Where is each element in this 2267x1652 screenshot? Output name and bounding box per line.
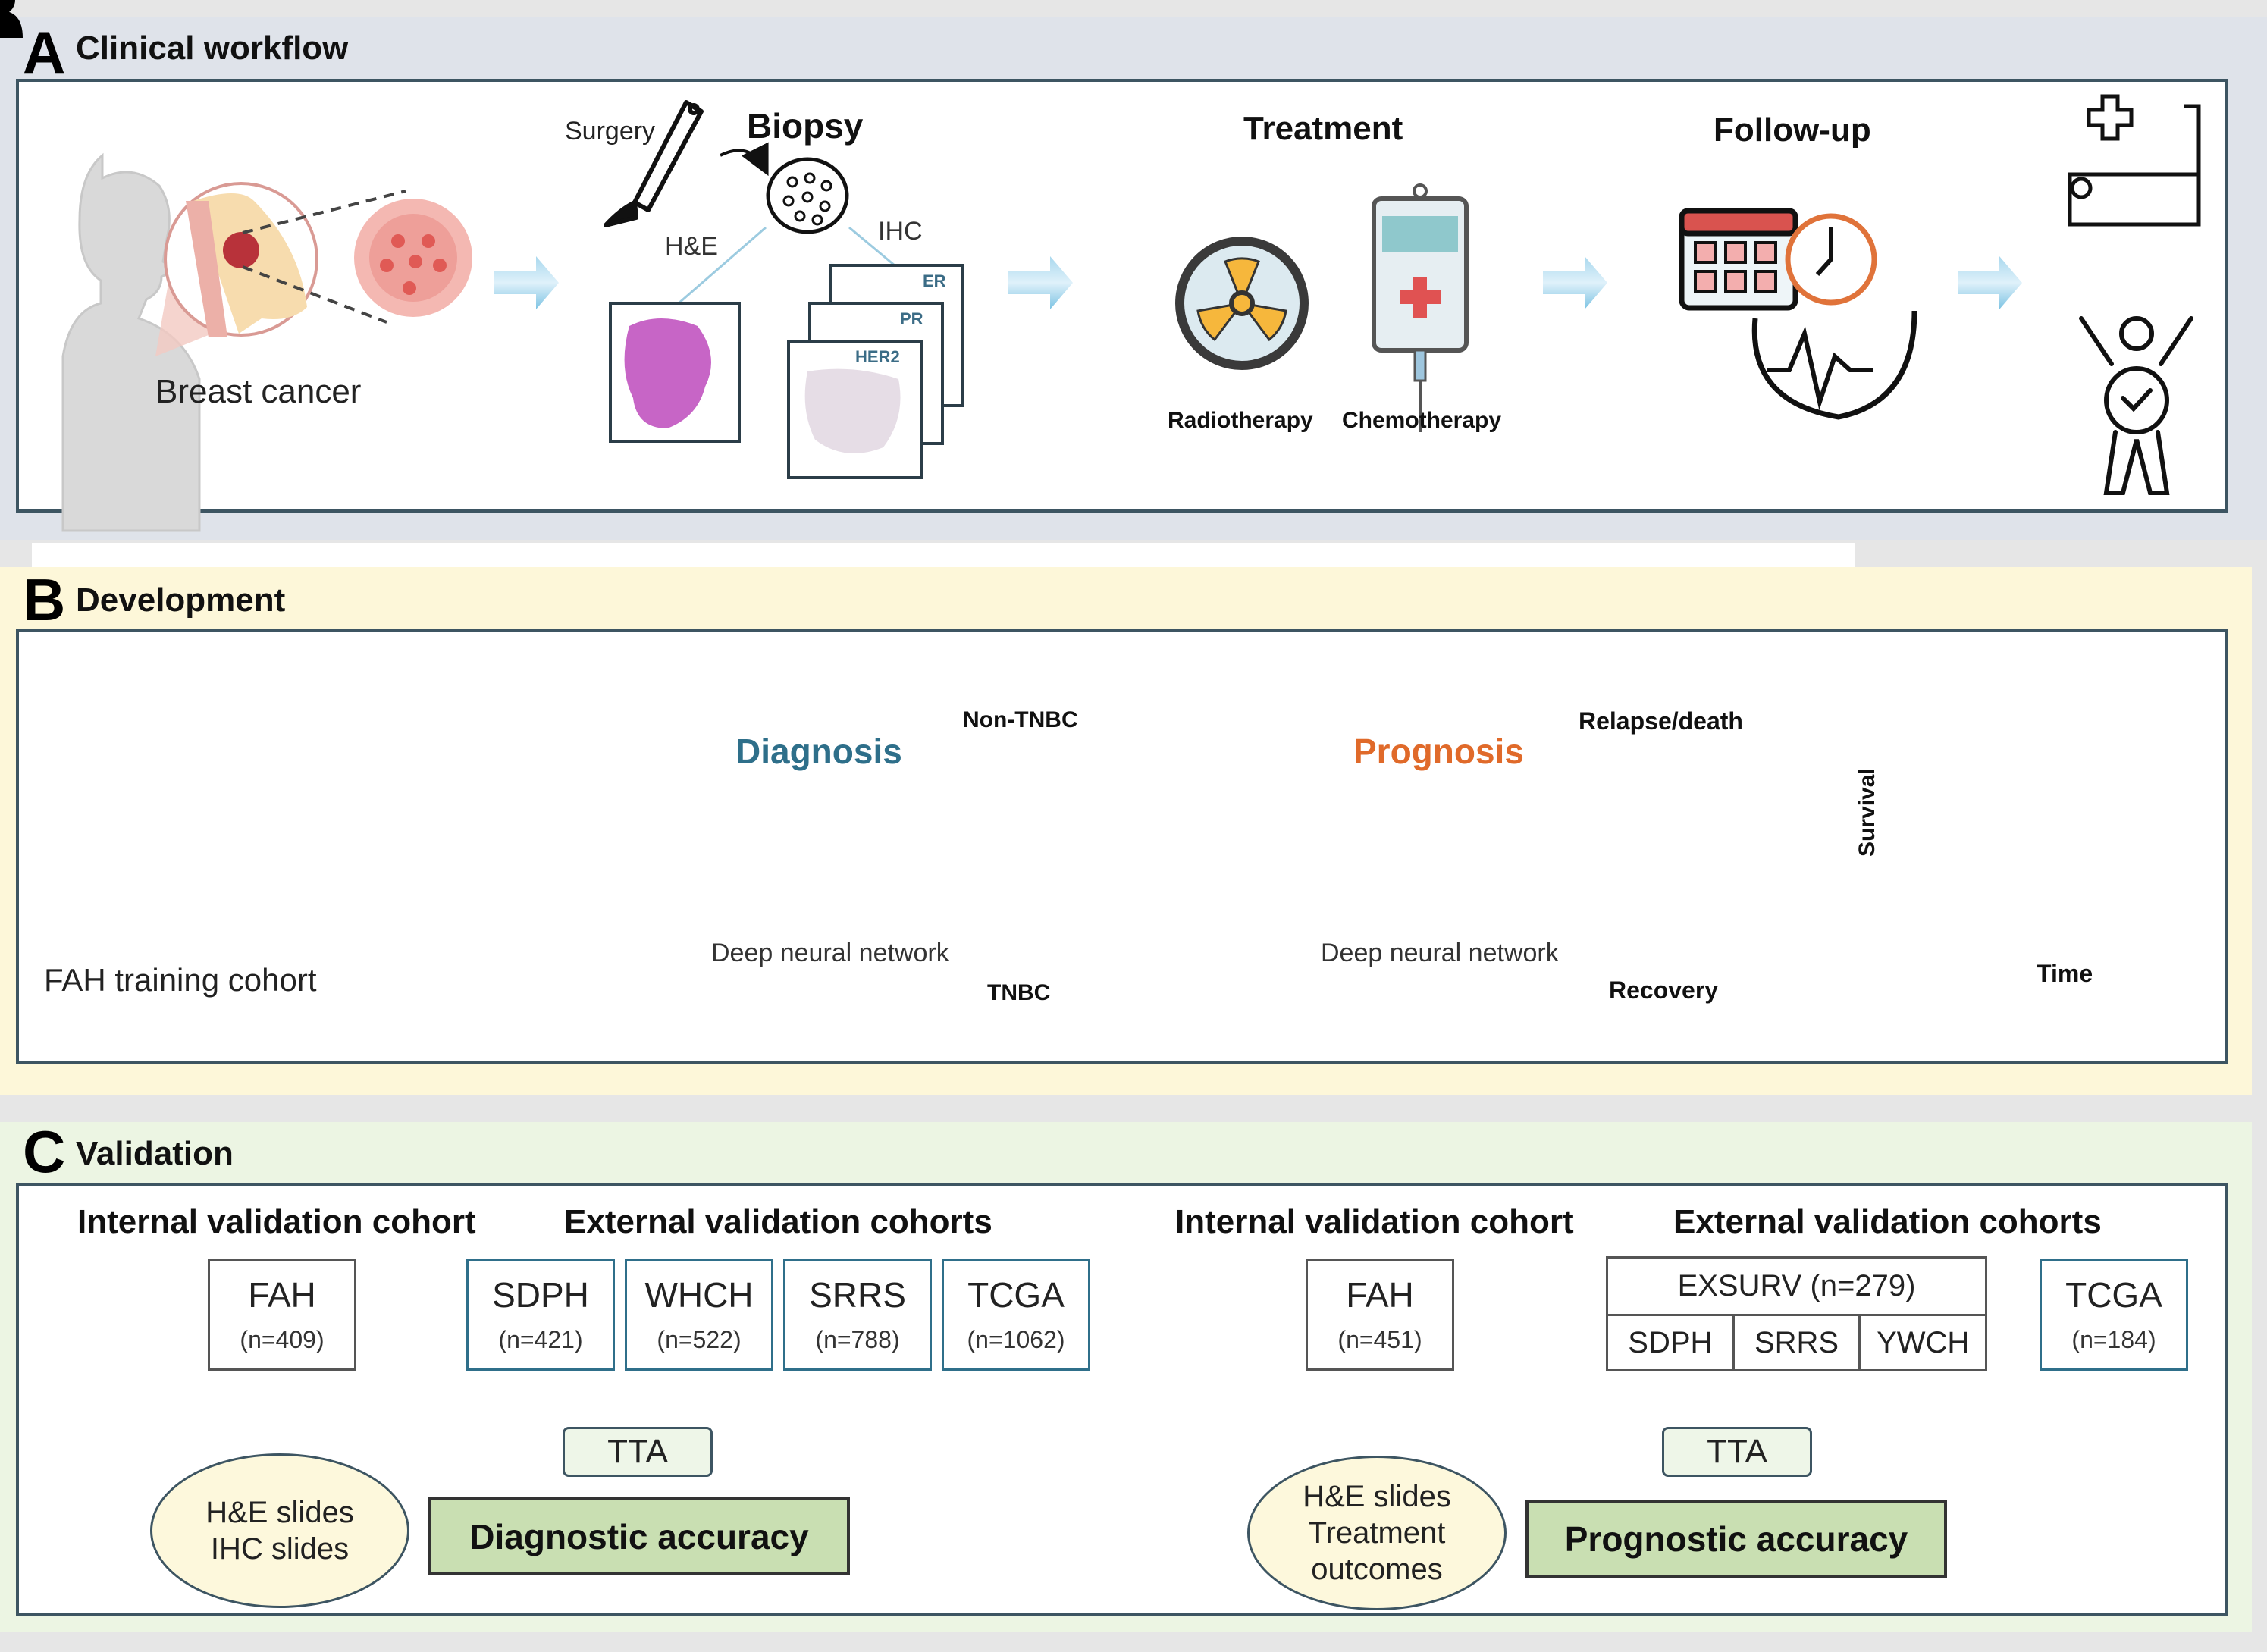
cohort-size: (n=788): [815, 1325, 900, 1353]
cohort-box-fah-diagnostic: FAH (n=409): [208, 1259, 356, 1371]
patient-cohort-icon: [0, 0, 23, 38]
time-axis-label: Time: [2037, 960, 2093, 987]
cohort-name: SDPH: [492, 1275, 589, 1315]
training-cohort-label: FAH training cohort: [44, 962, 317, 998]
exsurv-members: SDPH SRRS YWCH: [1608, 1316, 1985, 1369]
cohort-size: (n=522): [657, 1325, 742, 1353]
exsurv-member-ywch: YWCH: [1877, 1325, 1970, 1359]
dnn-label-prognosis: Deep neural network: [1321, 939, 1559, 967]
cohort-box-sdph: SDPH (n=421): [466, 1259, 615, 1371]
tnbc-label: TNBC: [987, 980, 1051, 1005]
exsurv-group-box: EXSURV (n=279) SDPH SRRS YWCH: [1606, 1256, 1987, 1371]
section-b-letter: B: [23, 566, 66, 633]
input-he-slides: H&E slides: [1303, 1480, 1451, 1513]
treatment-label: Treatment: [1243, 110, 1403, 147]
dnn-label-diagnosis: Deep neural network: [711, 939, 949, 967]
input-treatment: Treatment: [1308, 1516, 1446, 1550]
he-label: H&E: [665, 232, 718, 261]
cohort-box-tcga-diagnostic: TCGA (n=1062): [942, 1259, 1090, 1371]
cohort-name: FAH: [248, 1275, 316, 1315]
scalpel-icon: [604, 100, 704, 227]
cohort-name: TCGA: [967, 1275, 1065, 1315]
cohort-box-whch: WHCH (n=522): [625, 1259, 773, 1371]
ihc-slides-image: [787, 264, 964, 479]
cohort-size: (n=451): [1337, 1325, 1422, 1353]
diag-external-heading: External validation cohorts: [564, 1203, 992, 1240]
tta-box-prognostic: TTA: [1662, 1427, 1812, 1477]
surgery-label: Surgery: [565, 117, 656, 146]
relapse-death-label: Relapse/death: [1579, 707, 1743, 735]
diag-internal-heading: Internal validation cohort: [77, 1203, 476, 1240]
section-b-title: Development: [76, 581, 286, 619]
input-he-slides: H&E slides: [205, 1496, 354, 1529]
chemotherapy-label: Chemotherapy: [1342, 408, 1502, 433]
diagnostic-accuracy-box: Diagnostic accuracy: [428, 1497, 850, 1575]
section-c-letter: C: [23, 1118, 66, 1185]
prog-external-heading: External validation cohorts: [1673, 1203, 2102, 1240]
cohort-name: TCGA: [2065, 1275, 2162, 1315]
clinical-workflow-panel: [16, 79, 2228, 513]
section-c-title: Validation: [76, 1135, 234, 1172]
section-a-title: Clinical workflow: [76, 30, 349, 67]
diagnosis-label: Diagnosis: [735, 732, 902, 771]
prognosis-label: Prognosis: [1353, 732, 1524, 771]
cohort-box-tcga-prognostic: TCGA (n=184): [2040, 1259, 2188, 1371]
happy-person-icon: [2079, 316, 2193, 495]
he-slide-image: [609, 302, 741, 443]
cohort-size: (n=409): [240, 1325, 325, 1353]
cohort-name: WHCH: [644, 1275, 754, 1315]
separator-strip: [32, 543, 1855, 569]
cohort-size: (n=1062): [967, 1325, 1065, 1353]
non-tnbc-label: Non-TNBC: [963, 707, 1078, 732]
cohort-name: FAH: [1346, 1275, 1414, 1315]
biopsy-tissue-icon: [720, 142, 849, 234]
breast-cancer-label: Breast cancer: [155, 373, 362, 410]
tta-box-diagnostic: TTA: [563, 1427, 713, 1477]
ihc-stain-pr: PR: [900, 309, 923, 328]
survival-axis-label: Survival: [1855, 768, 1880, 857]
ihc-label: IHC: [878, 217, 923, 246]
biopsy-connectors: [678, 226, 895, 305]
exsurv-label: EXSURV (n=279): [1608, 1259, 1985, 1316]
breast-anatomy-icon: [155, 182, 318, 356]
development-panel: [16, 629, 2228, 1064]
recovery-label: Recovery: [1609, 976, 1719, 1004]
cohort-box-fah-prognostic: FAH (n=451): [1306, 1259, 1454, 1371]
input-ihc-slides: IHC slides: [210, 1532, 350, 1566]
cohort-size: (n=184): [2071, 1325, 2156, 1353]
cohort-box-srrs: SRRS (n=788): [783, 1259, 932, 1371]
exsurv-member-sdph: SDPH: [1608, 1316, 1735, 1369]
prognostic-inputs-oval: H&E slides Treatment outcomes: [1247, 1456, 1507, 1610]
iv-bag-icon: [1372, 183, 1469, 432]
ihc-stain-her2: HER2: [855, 347, 900, 366]
exsurv-member-srrs: SRRS: [1735, 1316, 1861, 1369]
input-outcomes: outcomes: [1311, 1553, 1443, 1586]
ihc-stain-er: ER: [923, 271, 946, 290]
biopsy-label: Biopsy: [747, 106, 864, 146]
cohort-name: SRRS: [809, 1275, 906, 1315]
cohort-size: (n=421): [498, 1325, 583, 1353]
tumor-cells-icon: [354, 199, 472, 317]
calendar-clock-icon: [1679, 208, 1917, 420]
hospital-bed-icon: [2068, 94, 2201, 227]
prognostic-accuracy-box: Prognostic accuracy: [1525, 1500, 1947, 1578]
radiotherapy-label: Radiotherapy: [1168, 408, 1313, 433]
diagnostic-inputs-oval: H&E slides IHC slides: [150, 1453, 409, 1608]
zoom-dashed-lines: [242, 190, 406, 324]
prog-internal-heading: Internal validation cohort: [1175, 1203, 1574, 1240]
followup-label: Follow-up: [1714, 111, 1871, 149]
flow-arrow-icon: [494, 256, 2022, 309]
section-a-letter: A: [23, 19, 66, 86]
radiation-icon: [1175, 237, 1309, 370]
